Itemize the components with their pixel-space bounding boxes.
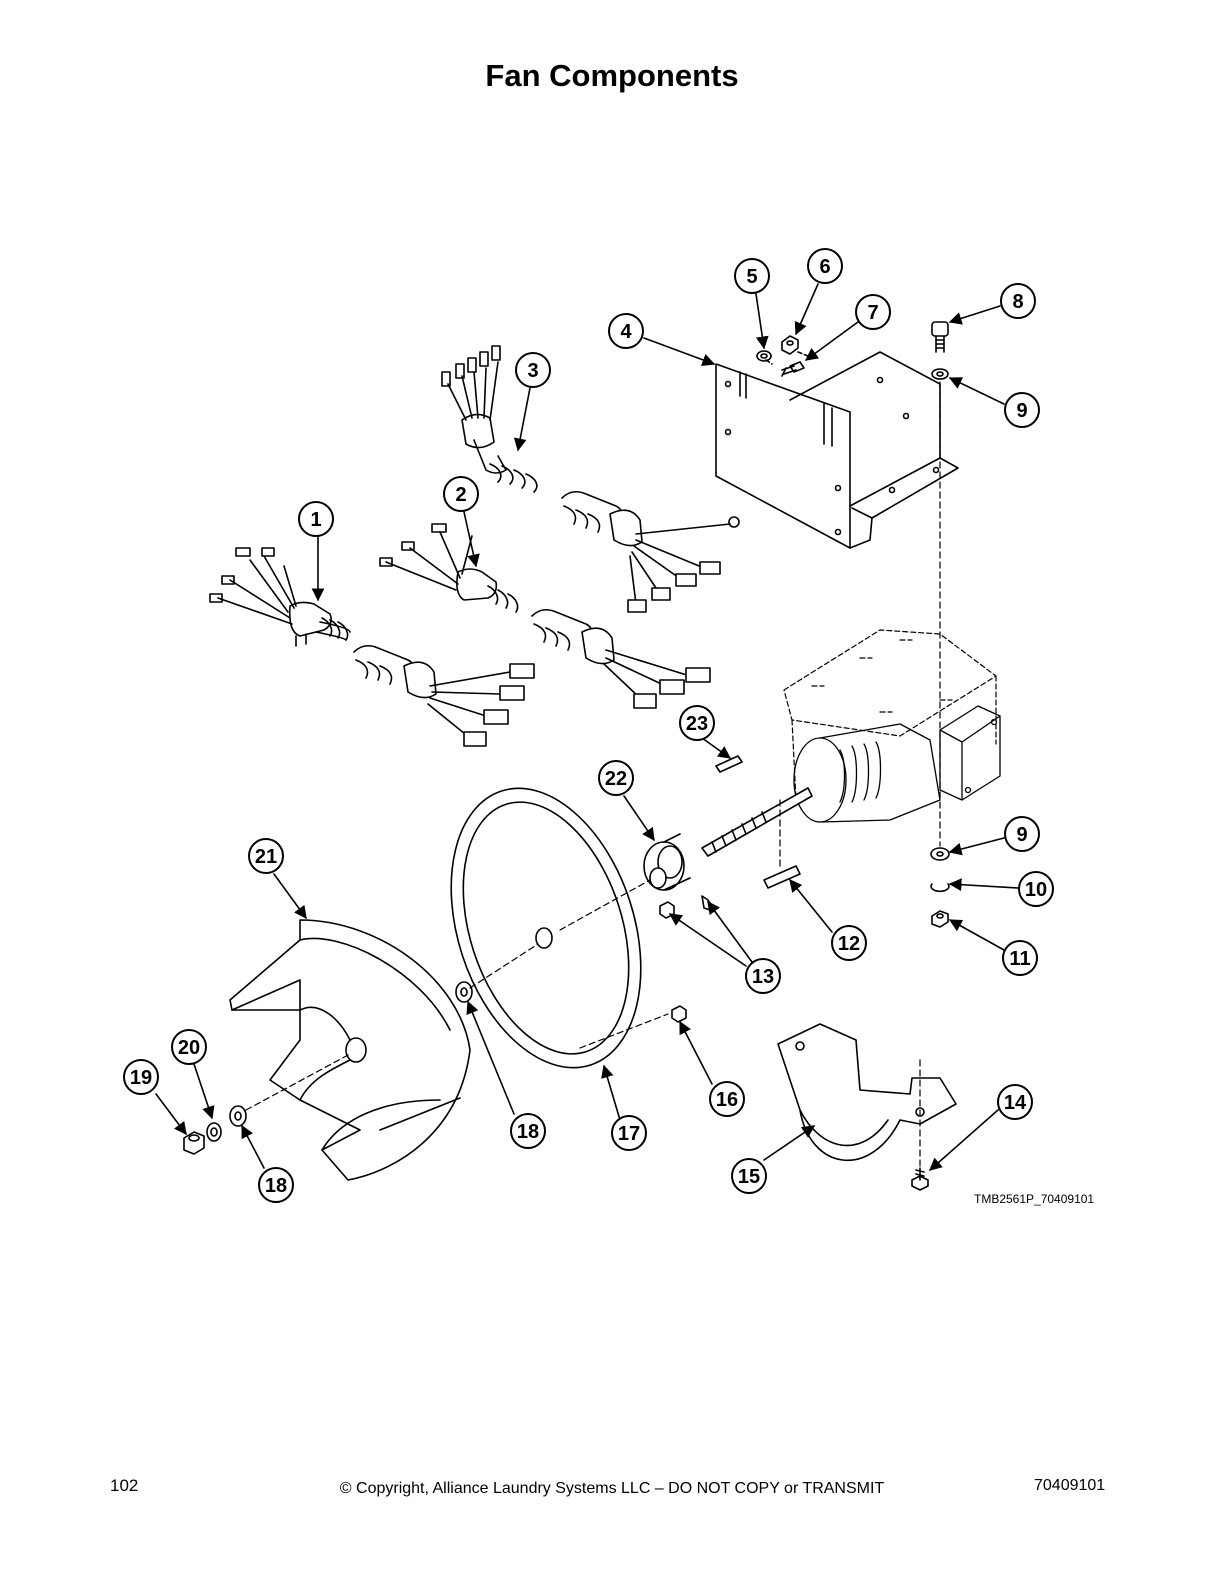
callout-18-right: 18 — [510, 1113, 546, 1149]
callout-6: 6 — [807, 248, 843, 284]
page-title: Fan Components — [485, 58, 739, 93]
motor-mount-bracket — [715, 351, 959, 549]
svg-text:13: 13 — [752, 966, 774, 988]
svg-text:11: 11 — [1009, 948, 1030, 970]
motor-body — [793, 705, 1001, 823]
callout-20: 20 — [171, 1029, 207, 1065]
svg-text:14: 14 — [1004, 1092, 1027, 1114]
svg-text:9: 9 — [1016, 824, 1027, 846]
fan-back-plate — [450, 787, 687, 1069]
support-bracket — [777, 1023, 957, 1191]
wire-harness-2 — [379, 523, 711, 709]
assembly-lines — [245, 381, 941, 1167]
callout-9-lower: 9 — [1004, 816, 1040, 852]
svg-text:20: 20 — [178, 1037, 200, 1059]
svg-text:16: 16 — [716, 1089, 738, 1111]
callout-11: 11 — [1002, 940, 1038, 976]
svg-text:17: 17 — [618, 1123, 640, 1145]
svg-text:18: 18 — [517, 1121, 539, 1143]
svg-text:22: 22 — [605, 768, 627, 790]
callout-4: 4 — [608, 313, 644, 349]
motor-phantom — [783, 629, 997, 801]
callout-1: 1 — [298, 501, 334, 537]
callout-23: 23 — [679, 705, 715, 741]
wire-harness-1 — [209, 547, 535, 747]
callout-7: 7 — [855, 294, 891, 330]
callout-12: 12 — [831, 925, 867, 961]
callout-15: 15 — [731, 1158, 767, 1194]
callout-8: 8 — [1000, 283, 1036, 319]
callout-9-upper: 9 — [1004, 392, 1040, 428]
motor-shaft — [701, 755, 813, 889]
fan-hub — [643, 833, 713, 919]
callout-16: 16 — [709, 1081, 745, 1117]
svg-text:23: 23 — [686, 713, 708, 735]
svg-text:5: 5 — [746, 266, 757, 288]
svg-text:15: 15 — [738, 1166, 760, 1188]
svg-text:3: 3 — [527, 360, 538, 382]
svg-text:2: 2 — [455, 484, 466, 506]
svg-text:6: 6 — [819, 256, 830, 278]
svg-text:7: 7 — [867, 302, 878, 324]
callout-22: 22 — [598, 760, 634, 796]
callout-3: 3 — [515, 352, 551, 388]
svg-text:21: 21 — [255, 846, 277, 868]
callout-2: 2 — [443, 476, 479, 512]
callout-19: 19 — [123, 1059, 159, 1095]
document-number: 70409101 — [1034, 1477, 1106, 1494]
callout-10: 10 — [1018, 871, 1054, 907]
wire-harness-3 — [441, 345, 740, 613]
callout-13: 13 — [745, 958, 781, 994]
callout-5: 5 — [734, 258, 770, 294]
callout-18-left: 18 — [258, 1167, 294, 1203]
callout-leaders — [155, 283, 1019, 1171]
callout-21: 21 — [248, 838, 284, 874]
page-number: 102 — [110, 1476, 139, 1495]
lower-hardware — [930, 847, 950, 928]
svg-text:8: 8 — [1012, 291, 1023, 313]
fan-impeller — [229, 919, 471, 1181]
svg-text:18: 18 — [265, 1175, 287, 1197]
svg-text:9: 9 — [1016, 400, 1027, 422]
callouts: 1 2 3 4 5 6 7 8 9 9 10 11 12 13 14 15 16… — [123, 248, 1054, 1203]
svg-text:19: 19 — [130, 1067, 152, 1089]
copyright-notice: © Copyright, Alliance Laundry Systems LL… — [339, 1480, 885, 1497]
small-hardware — [756, 321, 949, 380]
drawing-code: TMB2561P_70409101 — [974, 1192, 1095, 1206]
svg-text:4: 4 — [620, 321, 632, 343]
svg-text:10: 10 — [1025, 879, 1047, 901]
callout-17: 17 — [611, 1115, 647, 1151]
svg-text:1: 1 — [310, 509, 321, 531]
fan-nut-and-washers — [183, 1105, 247, 1155]
svg-text:12: 12 — [838, 933, 860, 955]
callout-14: 14 — [997, 1084, 1033, 1120]
